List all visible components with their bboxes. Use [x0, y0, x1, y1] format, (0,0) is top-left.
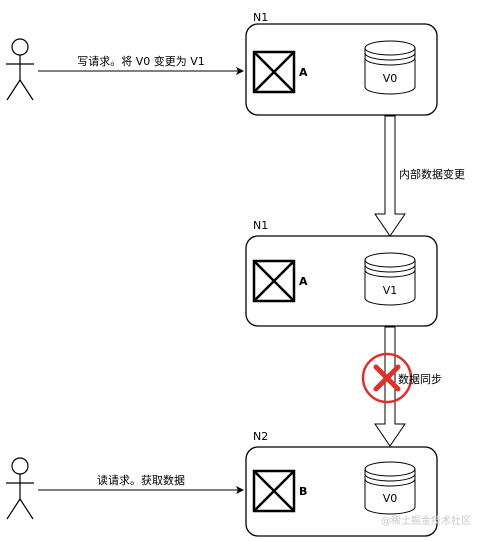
node-2-database-icon — [364, 252, 416, 306]
sync-failed-icon — [361, 352, 413, 404]
node-2-label: N1 — [253, 219, 268, 232]
read-request-arrow — [38, 486, 244, 494]
node-3-value: V0 — [383, 492, 398, 505]
data-sync-arrow — [374, 326, 406, 447]
node-2-server-label: A — [299, 275, 308, 288]
write-request-arrow — [38, 67, 244, 75]
node-1-database-icon — [364, 40, 416, 95]
user-reader-actor — [6, 457, 34, 520]
node-1-label: N1 — [253, 11, 268, 24]
node-3-label: N2 — [253, 430, 268, 443]
node-2-server-icon — [252, 259, 296, 303]
read-request-label: 读请求。获取数据 — [97, 473, 185, 487]
user-writer-actor — [6, 38, 34, 101]
node-3-server-label: B — [299, 485, 307, 498]
node-1-server-label: A — [299, 66, 308, 79]
write-request-label: 写请求。将 V0 变更为 V1 — [77, 54, 205, 68]
node-1-server-icon — [252, 50, 296, 94]
internal-change-label: 内部数据变更 — [399, 167, 465, 181]
node-2-value: V1 — [383, 284, 398, 297]
node-1-value: V0 — [383, 72, 398, 85]
watermark: @稀土掘金技术社区 — [381, 514, 471, 527]
node-3-server-icon — [252, 469, 296, 513]
node-3-database-icon — [364, 461, 416, 515]
internal-change-arrow — [374, 115, 406, 237]
data-sync-label: 数据同步 — [398, 372, 442, 386]
